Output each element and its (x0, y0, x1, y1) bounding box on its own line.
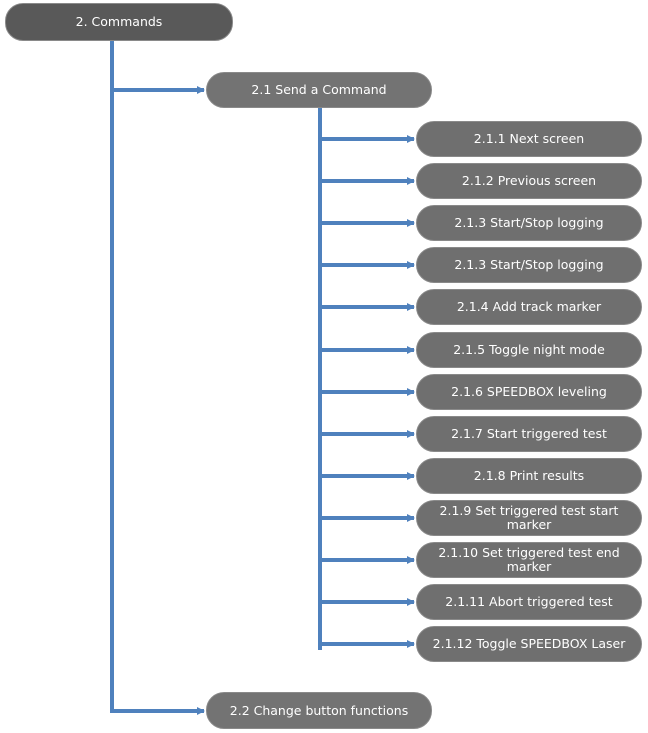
command-node: 2.1.12 Toggle SPEEDBOX Laser (416, 626, 642, 662)
commands-root-node: 2. Commands (5, 3, 233, 41)
command-node: 2.1.9 Set triggered test start marker (416, 500, 642, 536)
command-node: 2.1.3 Start/Stop logging (416, 247, 642, 283)
command-node: 2.1.1 Next screen (416, 121, 642, 157)
command-label: 2.1.2 Previous screen (461, 173, 597, 188)
change-button-functions-label: 2.2 Change button functions (229, 702, 409, 718)
command-label: 2.1.11 Abort triggered test (445, 594, 613, 609)
send-command-node: 2.1 Send a Command (206, 72, 432, 108)
command-node: 2.1.11 Abort triggered test (416, 584, 642, 620)
command-label: 2.1.5 Toggle night mode (453, 342, 605, 357)
command-node: 2.1.6 SPEEDBOX leveling (416, 374, 642, 410)
command-label: 2.1.9 Set triggered test start marker (439, 503, 619, 532)
command-node: 2.1.10 Set triggered test end marker (416, 542, 642, 578)
command-label: 2.1.6 SPEEDBOX leveling (451, 384, 607, 399)
command-label: 2.1.3 Start/Stop logging (454, 215, 604, 230)
command-label: 2.1.10 Set triggered test end marker (438, 545, 620, 574)
command-label: 2.1.8 Print results (473, 468, 585, 483)
command-node: 2.1.5 Toggle night mode (416, 332, 642, 368)
command-label: 2.1.7 Start triggered test (451, 426, 607, 441)
command-node: 2.1.3 Start/Stop logging (416, 205, 642, 241)
command-label: 2.1.4 Add track marker (456, 299, 602, 314)
command-node: 2.1.8 Print results (416, 458, 642, 494)
command-node: 2.1.7 Start triggered test (416, 416, 642, 452)
send-command-label: 2.1 Send a Command (251, 82, 387, 97)
command-label: 2.1.1 Next screen (473, 131, 585, 146)
command-node: 2.1.4 Add track marker (416, 289, 642, 325)
command-label: 2.1.3 Start/Stop logging (454, 257, 604, 272)
command-node: 2.1.2 Previous screen (416, 163, 642, 199)
change-button-functions-node: 2.2 Change button functions (206, 692, 432, 729)
commands-root-label: 2. Commands (75, 14, 163, 29)
command-label: 2.1.12 Toggle SPEEDBOX Laser (432, 636, 626, 651)
